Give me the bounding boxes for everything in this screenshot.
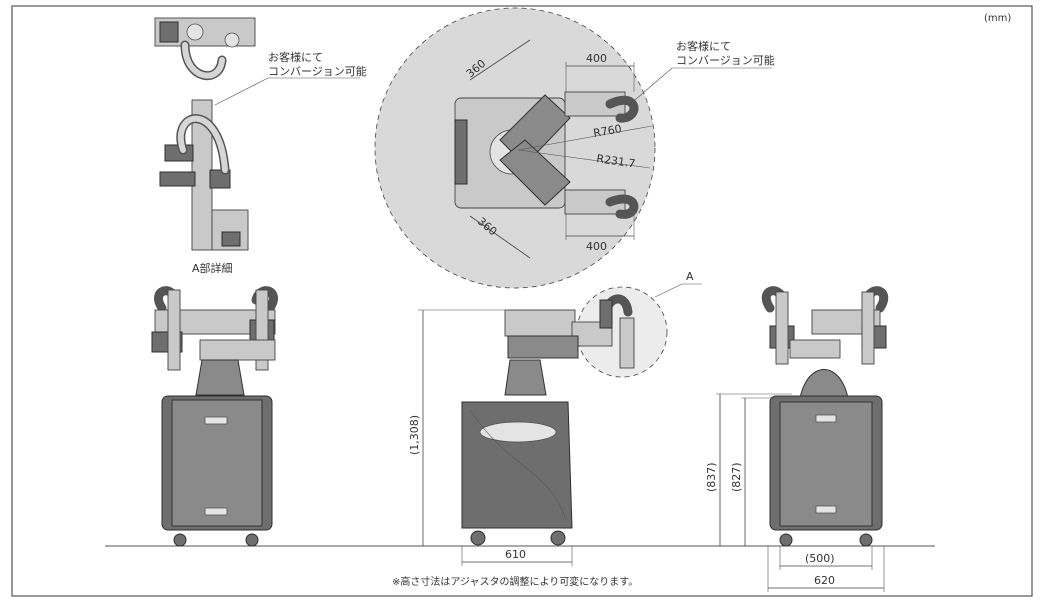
dim-400-lower-label: 400 bbox=[586, 240, 607, 253]
front-view bbox=[151, 286, 278, 547]
detail-a-view: お客様にて コンバージョン可能 A部詳細 bbox=[154, 17, 367, 275]
detail-title: A部詳細 bbox=[192, 261, 233, 275]
right-pedestal bbox=[799, 369, 849, 399]
side-top-arm bbox=[504, 309, 576, 337]
detail-a-marker: A bbox=[686, 270, 694, 283]
detail-upper-knob bbox=[186, 23, 204, 41]
dim-360-lower bbox=[469, 215, 531, 259]
dim-360-upper bbox=[469, 39, 531, 81]
side-view: A (1,308) 610 bbox=[408, 270, 702, 566]
side-cabinet bbox=[461, 401, 573, 529]
dim-837-label: (837) bbox=[705, 462, 718, 492]
dim-height-1308-label: (1,308) bbox=[408, 415, 421, 455]
detail-note-line-1: お客様にて bbox=[268, 50, 323, 64]
top-note-line-1: お客様にて bbox=[676, 39, 731, 53]
detail-clamp-lower bbox=[159, 171, 196, 187]
dim-827-label: (827) bbox=[730, 462, 743, 492]
detail-leader-line bbox=[214, 77, 269, 106]
detail-a-leader bbox=[654, 283, 683, 298]
detail-note-line-2: コンバージョン可能 bbox=[268, 64, 367, 78]
dim-400-upper-label: 400 bbox=[586, 52, 607, 65]
detail-upper-knob-2 bbox=[224, 32, 240, 48]
top-view: 400 400 360 360 R760 R231.7 お客様にて コンバージョ… bbox=[374, 7, 775, 289]
dim-610-label: 610 bbox=[505, 548, 526, 561]
top-arm-lower bbox=[499, 139, 571, 206]
detail-side-block bbox=[209, 169, 231, 189]
right-view: (837) (827) (500) 620 bbox=[705, 286, 889, 592]
right-lower-arm bbox=[789, 339, 841, 359]
dim-500-label: (500) bbox=[805, 552, 835, 565]
dim-620-label: 620 bbox=[814, 574, 835, 587]
detail-upper-block bbox=[159, 21, 179, 43]
unit-label: (mm) bbox=[984, 13, 1011, 24]
dim-r231-label: R231.7 bbox=[596, 152, 637, 170]
side-pedestal bbox=[504, 359, 547, 396]
drawing-frame bbox=[11, 5, 1033, 597]
dim-r760-label: R760 bbox=[592, 122, 622, 140]
top-note-line-2: コンバージョン可能 bbox=[676, 53, 775, 67]
dim-r760-line bbox=[517, 125, 653, 151]
front-lower-arm bbox=[199, 339, 276, 361]
footnote: ※高さ寸法はアジャスタの調整により可変になります。 bbox=[392, 575, 638, 588]
top-note-leader bbox=[627, 67, 673, 107]
side-shoulder bbox=[507, 335, 579, 359]
side-cabinet-emblem bbox=[479, 421, 557, 443]
front-pedestal bbox=[195, 359, 245, 396]
dim-r231-line bbox=[517, 149, 651, 169]
